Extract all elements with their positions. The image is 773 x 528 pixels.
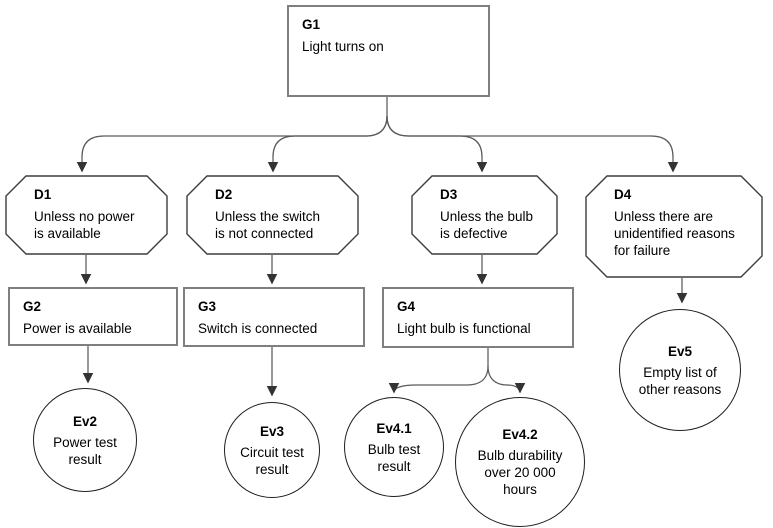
node-ev5-text: Empty list of other reasons (638, 364, 722, 397)
node-g2-id: G2 (23, 299, 42, 314)
node-g2: G2 Power is available (8, 287, 178, 346)
octagon-shape (585, 175, 763, 278)
node-g3: G3 Switch is connected (183, 287, 365, 347)
node-d4-id: D4 (614, 187, 632, 202)
node-d1-id: D1 (34, 187, 52, 202)
edge-g1-d2 (267, 115, 388, 173)
node-ev4-1-id: Ev4.1 (376, 420, 412, 436)
node-g4-text: Light bulb is functional (397, 321, 531, 336)
node-d4-text: Unless there are unidentified reasons fo… (614, 209, 735, 258)
edge-g4-ev41 (388, 365, 489, 394)
node-d2-id: D2 (215, 187, 233, 202)
octagon-shape (186, 175, 359, 255)
node-ev4-1: Ev4.1 Bulb test result (344, 397, 444, 497)
edge-g4-ev42 (487, 365, 526, 394)
node-ev3-id: Ev3 (259, 423, 285, 439)
node-ev4-1-text: Bulb test result (367, 441, 421, 474)
node-g1: G1 Light turns on (287, 5, 490, 97)
node-ev5-id: Ev5 (667, 343, 693, 359)
node-d2-text: Unless the switch is not connected (215, 209, 321, 241)
edge-g1-d4 (386, 115, 679, 173)
edge-g1-d1 (76, 115, 388, 173)
node-ev2-id: Ev2 (72, 413, 98, 429)
node-d1: D1 Unless no power is available (5, 175, 168, 255)
node-g3-id: G3 (198, 299, 217, 314)
node-g1-text: Light turns on (302, 39, 384, 54)
node-ev3-text: Circuit test result (240, 444, 304, 477)
node-d1-text: Unless no power is available (34, 209, 135, 241)
node-d3-id: D3 (440, 187, 458, 202)
node-ev4-2-id: Ev4.2 (502, 427, 538, 442)
node-ev4-2: Ev4.2 Bulb durability over 20 000 hours (455, 397, 585, 527)
node-g3-text: Switch is connected (198, 321, 318, 336)
node-ev2-text: Power test result (53, 434, 117, 467)
node-ev3: Ev3 Circuit test result (224, 402, 320, 498)
node-ev4-2-text: Bulb durability over 20 000 hours (477, 448, 563, 497)
node-ev2: Ev2 Power test result (33, 388, 137, 492)
node-d3-text: Unless the bulb is defective (440, 209, 534, 241)
node-g4-id: G4 (397, 299, 416, 314)
node-g1-id: G1 (302, 17, 321, 32)
node-g4: G4 Light bulb is functional (382, 287, 574, 348)
edge-g1-d3 (386, 115, 488, 173)
node-d3: D3 Unless the bulb is defective (411, 175, 558, 255)
node-g2-text: Power is available (23, 321, 132, 336)
node-d2: D2 Unless the switch is not connected (186, 175, 359, 255)
node-ev5: Ev5 Empty list of other reasons (619, 309, 741, 431)
node-d4: D4 Unless there are unidentified reasons… (585, 175, 763, 278)
octagon-shape (5, 175, 168, 255)
octagon-shape (411, 175, 558, 255)
